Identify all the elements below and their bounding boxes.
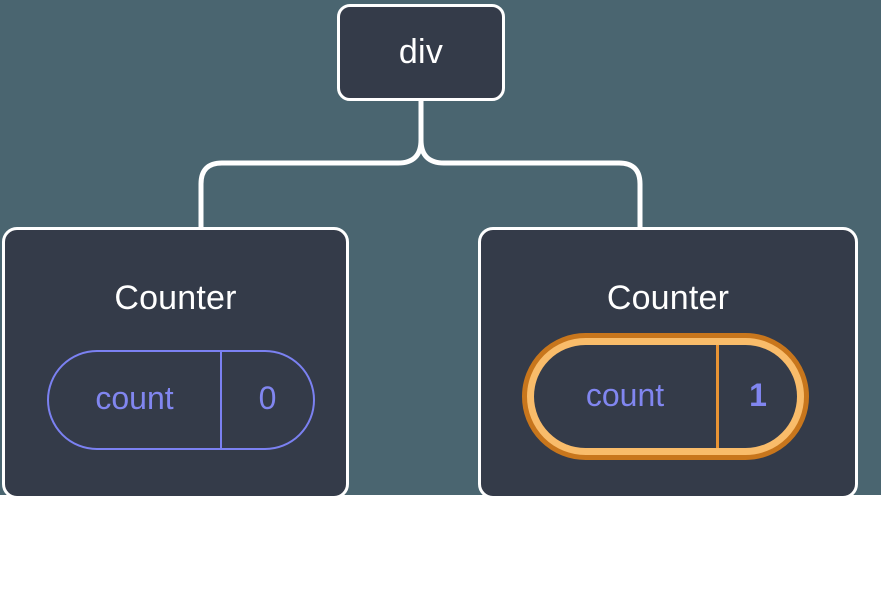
connector-to-right-child [418,139,643,227]
state-pill-divider [716,345,719,448]
component-tree-diagram: div Counter count 0 Counter count 1 [0,0,881,499]
state-key-label: count [585,376,665,413]
state-pill-count-left[interactable]: count 0 [47,350,315,450]
node-counter-right[interactable]: Counter count 1 [478,227,858,499]
state-value-label: 0 [258,380,277,416]
node-counter-left[interactable]: Counter count 0 [2,227,349,499]
node-counter-left-title: Counter [114,279,237,317]
state-key-label: count [95,380,174,416]
state-pill-divider [220,352,222,448]
state-pill-count-right[interactable]: count 1 [522,333,809,460]
node-counter-right-title: Counter [606,279,730,317]
state-value-label: 1 [749,376,767,413]
state-pill-inner: count 1 [534,345,797,448]
connector-to-left-child [198,139,424,227]
node-div[interactable]: div [337,4,505,101]
node-div-label: div [398,33,444,71]
